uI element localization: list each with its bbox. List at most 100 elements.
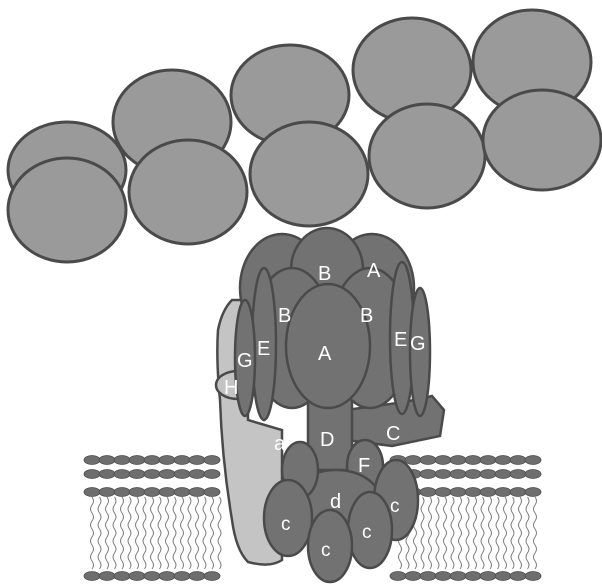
label-d-small: d — [330, 491, 341, 513]
lipid-head — [189, 456, 205, 465]
lipid-tail — [489, 497, 492, 569]
lipid-head — [144, 488, 160, 497]
filament-subunit — [369, 104, 485, 208]
label-c-ring-4: c — [321, 540, 331, 561]
lipid-head — [189, 572, 205, 581]
lipid-head — [159, 572, 175, 581]
lipid-head — [174, 456, 190, 465]
lipid-tail — [496, 497, 499, 569]
v1-head — [235, 228, 430, 420]
lipid-head — [84, 572, 100, 581]
lipid-tails-right — [399, 497, 537, 569]
lipid-tail — [436, 497, 439, 569]
lipid-head — [99, 456, 115, 465]
lipid-head — [480, 572, 496, 581]
lipid-heads-left-top — [84, 456, 220, 497]
membrane-left — [84, 456, 225, 581]
lipid-head — [114, 572, 130, 581]
lipid-head — [450, 572, 466, 581]
lipid-head — [189, 488, 205, 497]
lipid-head — [435, 572, 451, 581]
label-e-left: E — [257, 338, 270, 360]
lipid-tail — [451, 497, 454, 569]
lipid-head — [450, 470, 466, 479]
lipid-head — [114, 488, 130, 497]
lipid-head — [495, 572, 511, 581]
lipid-head — [204, 488, 220, 497]
lipid-head — [405, 456, 421, 465]
lipid-head — [99, 572, 115, 581]
label-c-ring-3: c — [362, 522, 372, 543]
lipid-head — [204, 456, 220, 465]
lipid-head — [420, 488, 436, 497]
lipid-head — [114, 470, 130, 479]
lipid-head — [114, 456, 130, 465]
lipid-tail — [466, 497, 469, 569]
lipid-head — [435, 470, 451, 479]
filament — [8, 10, 601, 262]
lipid-head — [390, 572, 406, 581]
lipid-head — [435, 456, 451, 465]
lipid-head — [144, 470, 160, 479]
filament-subunit — [250, 122, 368, 226]
lipid-head — [465, 456, 481, 465]
lipid-tail — [459, 497, 462, 569]
lipid-head — [84, 456, 100, 465]
lipid-head — [450, 456, 466, 465]
label-g-left: G — [237, 350, 253, 372]
lipid-head — [525, 488, 541, 497]
label-b-left: B — [278, 305, 291, 327]
label-c-upper: C — [386, 423, 400, 445]
lipid-tail — [429, 497, 432, 569]
label-g-right: G — [410, 333, 426, 355]
lipid-head — [84, 488, 100, 497]
lipid-head — [174, 572, 190, 581]
lipid-heads-left-bottom — [84, 572, 220, 581]
lipid-head — [480, 456, 496, 465]
label-f: F — [358, 455, 370, 477]
lipid-head — [420, 456, 436, 465]
lipid-head — [495, 456, 511, 465]
lipid-tail — [474, 497, 477, 569]
lipid-head — [144, 572, 160, 581]
lipid-tail — [481, 497, 484, 569]
filament-subunit — [129, 140, 247, 244]
label-a-center: A — [318, 343, 332, 365]
label-b-right: B — [360, 305, 373, 327]
lipid-head — [174, 470, 190, 479]
lipid-head — [465, 470, 481, 479]
label-c-ring-2: c — [390, 496, 400, 517]
filament-subunit — [8, 158, 126, 262]
lipid-head — [450, 488, 466, 497]
lipid-tail — [421, 497, 424, 569]
lipid-head — [525, 572, 541, 581]
lipid-head — [129, 572, 145, 581]
label-b-top: B — [318, 263, 331, 285]
lipid-head — [420, 572, 436, 581]
lipid-head — [174, 488, 190, 497]
lipid-head — [189, 470, 205, 479]
label-e-right: E — [394, 329, 407, 351]
lipid-head — [495, 470, 511, 479]
lipid-head — [144, 456, 160, 465]
lipid-head — [99, 488, 115, 497]
lipid-head — [159, 488, 175, 497]
lipid-head — [510, 456, 526, 465]
lipid-head — [84, 470, 100, 479]
lipid-head — [204, 470, 220, 479]
lipid-tail — [526, 497, 529, 569]
lipid-head — [99, 470, 115, 479]
lipid-head — [159, 470, 175, 479]
lipid-head — [495, 488, 511, 497]
label-d: D — [320, 429, 334, 451]
lipid-head — [405, 572, 421, 581]
lipid-head — [204, 572, 220, 581]
lipid-head — [159, 456, 175, 465]
lipid-head — [510, 488, 526, 497]
lipid-head — [525, 456, 541, 465]
filament-subunit — [483, 90, 601, 190]
lipid-head — [435, 488, 451, 497]
lipid-tail — [534, 497, 537, 569]
lipid-tail — [504, 497, 507, 569]
